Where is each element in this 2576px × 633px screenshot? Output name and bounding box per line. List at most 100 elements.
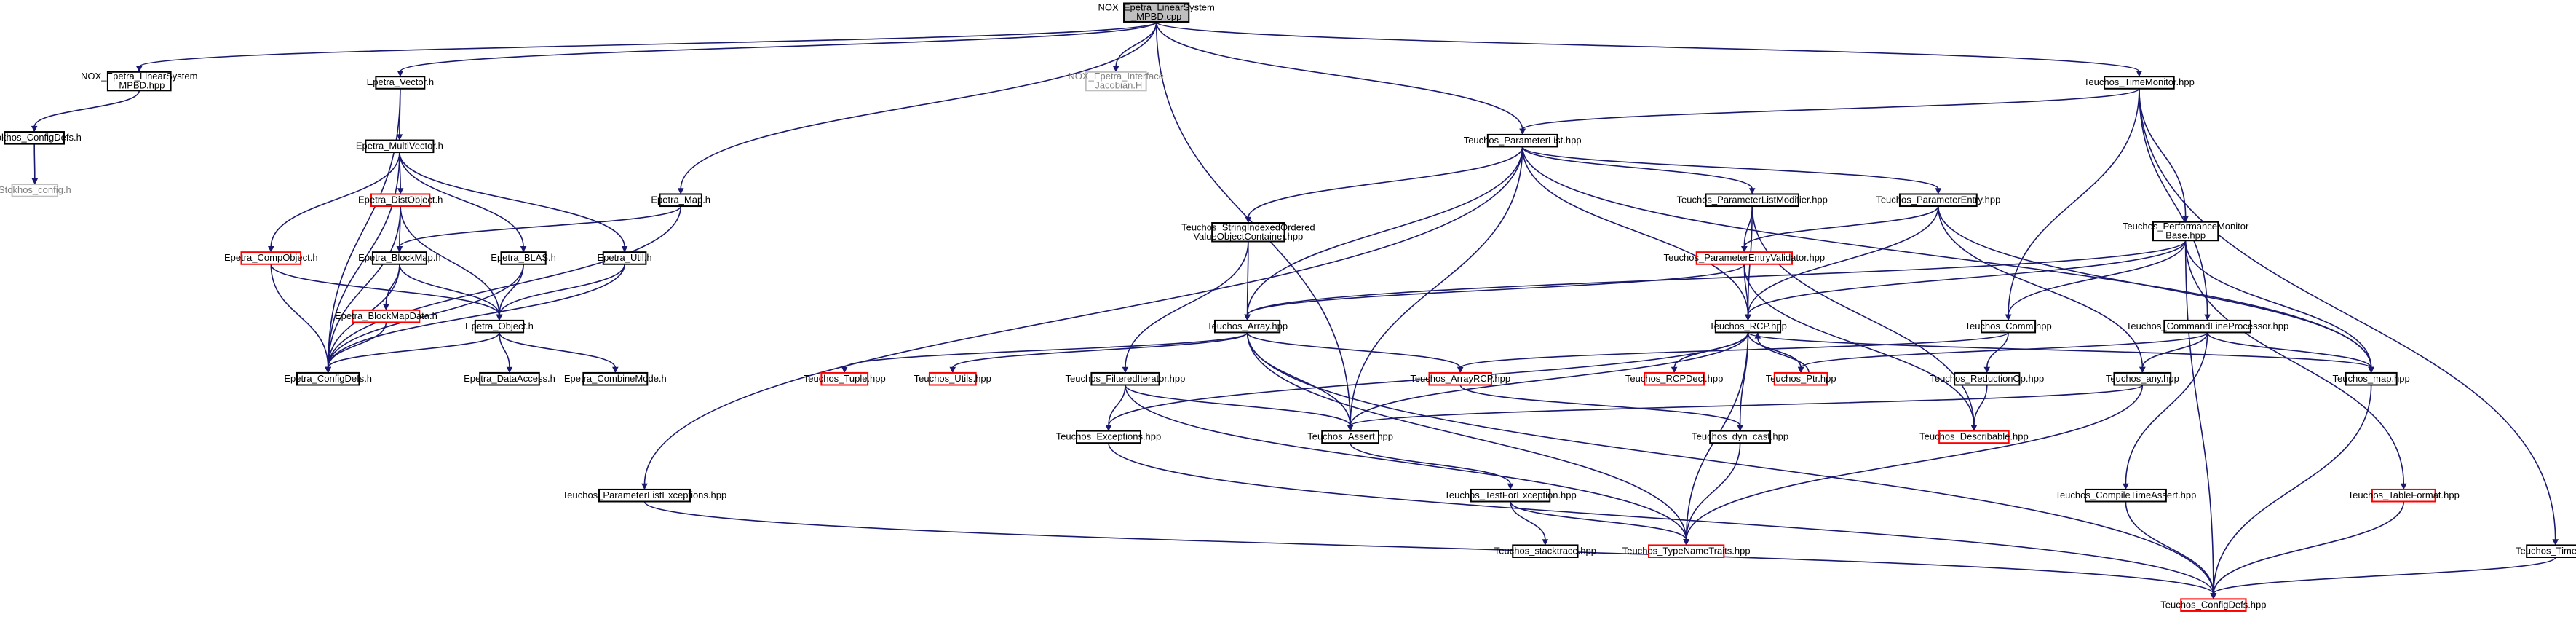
node-ep-vector[interactable]: Epetra_Vector.h bbox=[367, 76, 435, 90]
node-box[interactable] bbox=[659, 193, 702, 208]
node-box[interactable] bbox=[1709, 430, 1772, 444]
node-ep-blockmap[interactable]: Epetra_BlockMap.h bbox=[358, 251, 441, 265]
node-box[interactable] bbox=[598, 488, 691, 503]
node-stokhos-cfg[interactable]: Stokhos_config.h bbox=[0, 184, 71, 197]
node-box[interactable] bbox=[4, 131, 65, 145]
node-box[interactable] bbox=[1705, 193, 1799, 208]
node-box[interactable] bbox=[582, 371, 649, 386]
node-box[interactable] bbox=[365, 139, 435, 154]
node-box[interactable] bbox=[1938, 430, 2010, 444]
node-t-arrayrcp[interactable]: Teuchos_ArrayRCP.hpp bbox=[1410, 371, 1510, 386]
node-t-redop[interactable]: Teuchos_ReductionOp.hpp bbox=[1930, 371, 2044, 386]
node-ep-combine[interactable]: Epetra_CombineMode.h bbox=[564, 371, 667, 386]
node-t-clp[interactable]: Teuchos_CommandLineProcessor.hpp bbox=[2126, 319, 2288, 334]
node-root[interactable]: NOX_Epetra_LinearSystem_MPBD.cpp bbox=[1098, 2, 1215, 23]
node-t-filtit[interactable]: Teuchos_FilteredIterator.hpp bbox=[1066, 371, 1186, 386]
node-t-cta[interactable]: Teuchos_CompileTimeAssert.hpp bbox=[2055, 488, 2196, 503]
node-ep-dataaccess[interactable]: Epetra_DataAccess.h bbox=[464, 371, 555, 386]
node-t-configdefs[interactable]: Teuchos_ConfigDefs.hpp bbox=[2160, 598, 2267, 612]
node-box[interactable] bbox=[371, 251, 427, 265]
node-ep-object[interactable]: Epetra_Object.h bbox=[465, 319, 534, 334]
node-box[interactable] bbox=[2163, 319, 2251, 334]
node-box[interactable] bbox=[2345, 371, 2398, 386]
node-t-pev[interactable]: Teuchos_ParameterEntryValidator.hpp bbox=[1664, 251, 1826, 265]
node-box[interactable] bbox=[106, 71, 172, 92]
node-t-tablefmt[interactable]: Teuchos_TableFormat.hpp bbox=[2348, 488, 2460, 503]
node-box[interactable] bbox=[2526, 544, 2576, 558]
node-box[interactable] bbox=[1648, 544, 1725, 558]
node-t-tuple[interactable]: Teuchos_Tuple.hpp bbox=[804, 371, 886, 386]
node-box[interactable] bbox=[2104, 76, 2175, 90]
node-t-assert[interactable]: Teuchos_Assert.hpp bbox=[1307, 430, 1393, 444]
node-box[interactable] bbox=[1470, 488, 1551, 503]
node-t-array[interactable]: Teuchos_Array.hpp bbox=[1207, 319, 1288, 334]
node-stokhos-cd[interactable]: Stokhos_ConfigDefs.h bbox=[0, 131, 82, 145]
node-box[interactable] bbox=[1486, 133, 1558, 148]
node-box[interactable] bbox=[2084, 488, 2167, 503]
node-box[interactable] bbox=[2152, 221, 2219, 242]
node-t-ptr[interactable]: Teuchos_Ptr.hpp bbox=[1766, 371, 1836, 386]
node-box[interactable] bbox=[1211, 222, 1285, 243]
node-t-plmod[interactable]: Teuchos_ParameterListModifier.hpp bbox=[1677, 193, 1828, 208]
node-box[interactable] bbox=[1954, 371, 2021, 386]
node-box[interactable] bbox=[11, 184, 59, 197]
node-t-any[interactable]: Teuchos_any.hpp bbox=[2106, 371, 2179, 386]
node-box[interactable] bbox=[1773, 371, 1828, 386]
node-ep-bmdata[interactable]: Epetra_BlockMapData.h bbox=[335, 309, 437, 323]
node-ep-util[interactable]: Epetra_Util.h bbox=[597, 251, 652, 265]
node-nox-hpp[interactable]: NOX_Epetra_LinearSystem_MPBD.hpp bbox=[81, 71, 197, 92]
node-t-sivovc[interactable]: Teuchos_StringIndexedOrderedValueObjectC… bbox=[1181, 221, 1315, 243]
node-ep-configdefs[interactable]: Epetra_ConfigDefs.h bbox=[284, 371, 372, 386]
node-t-stacktrace[interactable]: Teuchos_stacktrace.hpp bbox=[1494, 544, 1596, 558]
node-t-paramlist[interactable]: Teuchos_ParameterList.hpp bbox=[1464, 133, 1582, 148]
node-box[interactable] bbox=[500, 251, 547, 265]
node-ep-mv[interactable]: Epetra_MultiVector.h bbox=[356, 139, 443, 154]
node-t-rcpdecl[interactable]: Teuchos_RCPDecl.hpp bbox=[1625, 371, 1723, 386]
node-box[interactable] bbox=[602, 251, 647, 265]
node-box[interactable] bbox=[296, 371, 360, 386]
node-t-typename[interactable]: Teuchos_TypeNameTraits.hpp bbox=[1622, 544, 1751, 558]
node-box[interactable] bbox=[375, 76, 426, 90]
node-ep-distobj[interactable]: Epetra_DistObject.h bbox=[358, 193, 443, 208]
node-t-plexc[interactable]: Teuchos_ParameterListExceptions.hpp bbox=[563, 488, 726, 503]
node-box[interactable] bbox=[1123, 2, 1190, 23]
node-box[interactable] bbox=[2180, 598, 2247, 612]
node-t-pentry[interactable]: Teuchos_ParameterEntry.hpp bbox=[1876, 193, 2000, 208]
node-box[interactable] bbox=[370, 193, 431, 208]
node-t-timemon[interactable]: Teuchos_TimeMonitor.hpp bbox=[2084, 76, 2195, 90]
node-box[interactable] bbox=[1428, 371, 1492, 386]
node-box[interactable] bbox=[1512, 544, 1579, 558]
node-box[interactable] bbox=[240, 251, 302, 265]
node-box[interactable] bbox=[2371, 488, 2436, 503]
node-box[interactable] bbox=[1644, 371, 1705, 386]
node-t-tfe[interactable]: Teuchos_TestForException.hpp bbox=[1444, 488, 1577, 503]
node-box[interactable] bbox=[1981, 319, 2037, 334]
node-t-exceptions[interactable]: Teuchos_Exceptions.hpp bbox=[1056, 430, 1162, 444]
node-box[interactable] bbox=[1898, 193, 1978, 208]
node-t-utils[interactable]: Teuchos_Utils.hpp bbox=[914, 371, 991, 386]
node-box[interactable] bbox=[474, 319, 525, 334]
node-box[interactable] bbox=[1695, 251, 1794, 265]
node-box[interactable] bbox=[1213, 319, 1281, 334]
node-box[interactable] bbox=[1076, 430, 1141, 444]
node-box[interactable] bbox=[2113, 371, 2172, 386]
node-box[interactable] bbox=[820, 371, 869, 386]
node-ep-blas[interactable]: Epetra_BLAS.h bbox=[491, 251, 556, 265]
node-box[interactable] bbox=[1321, 430, 1380, 444]
node-box[interactable] bbox=[928, 371, 977, 386]
node-t-describable[interactable]: Teuchos_Describable.hpp bbox=[1919, 430, 2029, 444]
node-box[interactable] bbox=[479, 371, 540, 386]
node-box[interactable] bbox=[1085, 71, 1147, 92]
node-box[interactable] bbox=[1090, 371, 1160, 386]
node-ep-map[interactable]: Epetra_Map.h bbox=[651, 193, 710, 208]
node-t-dyncast[interactable]: Teuchos_dyn_cast.hpp bbox=[1692, 430, 1788, 444]
node-t-comm[interactable]: Teuchos_Comm.hpp bbox=[1965, 319, 2052, 334]
node-box[interactable] bbox=[352, 309, 421, 323]
node-t-rcp[interactable]: Teuchos_RCP.hpp bbox=[1709, 319, 1787, 334]
node-nox-iface[interactable]: NOX_Epetra_Interface_Jacobian.H bbox=[1068, 71, 1164, 92]
node-box[interactable] bbox=[1714, 319, 1782, 334]
node-t-time[interactable]: Teuchos_Time.hpp bbox=[2516, 544, 2576, 558]
node-ep-compobj[interactable]: Epetra_CompObject.h bbox=[224, 251, 318, 265]
node-t-map[interactable]: Teuchos_map.hpp bbox=[2333, 371, 2410, 386]
